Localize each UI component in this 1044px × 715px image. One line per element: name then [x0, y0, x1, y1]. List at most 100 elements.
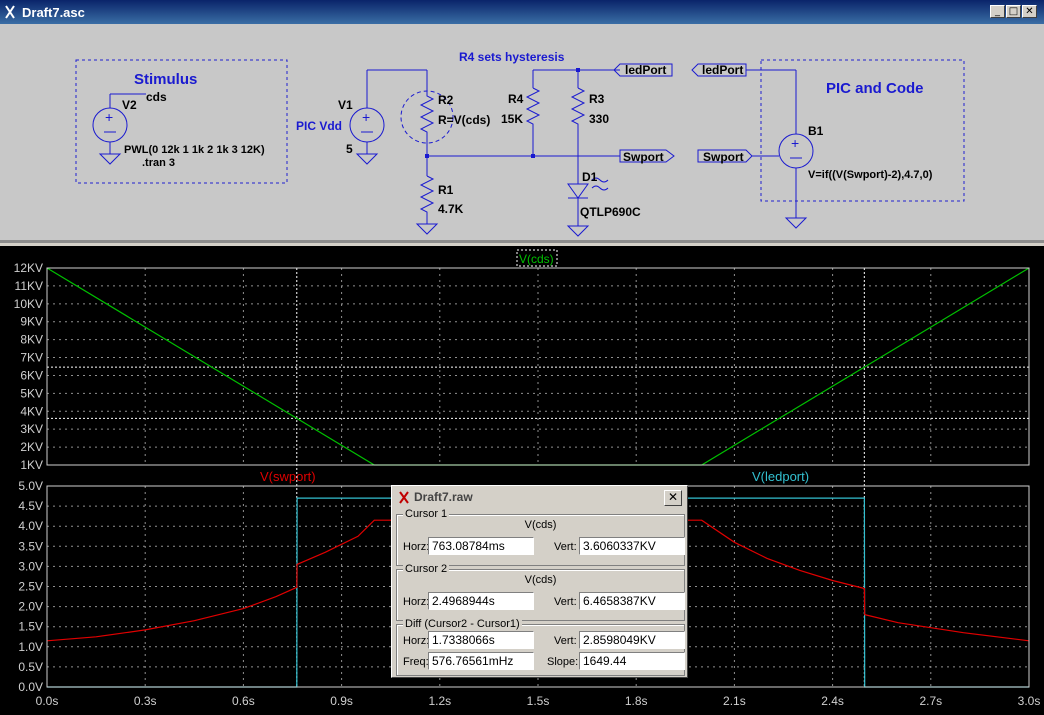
cursor1-vert-field[interactable]: 3.6060337KV	[579, 537, 685, 555]
diff-freq-field[interactable]: 576.76561mHz	[428, 652, 534, 670]
bottom-y-tick-label: 5.0V	[18, 479, 43, 493]
swport-input-port[interactable]	[697, 149, 753, 163]
cursor2-signal: V(cds)	[524, 574, 557, 586]
ltspice-app-icon	[399, 491, 409, 504]
ledport-output-port[interactable]	[691, 63, 796, 77]
vcds-trace-title-box[interactable]	[516, 249, 558, 267]
x-tick-label: 2.1s	[723, 694, 746, 708]
r1-value: 4.7K	[438, 202, 464, 216]
minimize-button[interactable]: _	[990, 5, 1005, 18]
schematic-pane[interactable]: Stimulus + V2 cds PWL(0 12k 1 1k 2 1k 3 …	[0, 24, 1044, 243]
top-y-tick-label: 8KV	[20, 333, 43, 347]
close-button[interactable]: ✕	[1022, 5, 1037, 18]
cursor-dialog[interactable]: Draft7.raw ✕ Cursor 1 V(cds) Horz: 763.0…	[391, 485, 688, 678]
maximize-button[interactable]: □	[1006, 5, 1021, 18]
x-tick-label: 1.5s	[527, 694, 550, 708]
r3-value: 330	[589, 112, 609, 126]
top-y-tick-label: 1KV	[20, 458, 43, 472]
schematic-canvas[interactable]: Stimulus + V2 cds PWL(0 12k 1 1k 2 1k 3 …	[0, 24, 1044, 243]
r1-name: R1	[438, 183, 454, 197]
cursor1-horz-label: Horz:	[403, 541, 430, 553]
swport-port-label-left: Swport	[623, 150, 664, 164]
stimulus-label: Stimulus	[134, 71, 197, 88]
top-y-tick-label: 7KV	[20, 351, 43, 365]
r1-resistor-symbol[interactable]	[415, 156, 439, 235]
r2-ldr-symbol[interactable]	[400, 70, 454, 156]
cursor1-group: Cursor 1 V(cds) Horz: 763.08784ms Vert: …	[396, 508, 685, 566]
cursor2-horz-field[interactable]: 2.4968944s	[428, 592, 534, 610]
bottom-y-tick-label: 1.0V	[18, 640, 43, 654]
top-y-tick-label: 9KV	[20, 315, 43, 329]
r4-value: 15K	[501, 112, 523, 126]
ledport-input-port[interactable]	[613, 63, 673, 77]
vcds-trace-title[interactable]: V(cds)	[519, 252, 554, 266]
v1-value: 5	[346, 142, 353, 156]
r2-value: R=V(cds)	[438, 113, 490, 127]
b1-source-symbol[interactable]: +	[752, 70, 814, 229]
bottom-y-tick-label: 3.0V	[18, 559, 43, 573]
bottom-y-tick-label: 2.0V	[18, 600, 43, 614]
pic-label: PIC and Code	[826, 80, 924, 97]
cursor1-vert-label: Vert:	[554, 541, 577, 553]
diff-slope-field[interactable]: 1649.44	[579, 652, 685, 670]
x-tick-label: 0.0s	[36, 694, 59, 708]
svg-text:+: +	[791, 135, 799, 151]
top-pane-frame	[46, 267, 1030, 466]
window-titlebar[interactable]: Draft7.asc _ □ ✕	[0, 0, 1044, 24]
d1-value: QTLP690C	[580, 205, 641, 219]
v1-source-symbol[interactable]: +	[349, 69, 427, 165]
vcds-trace[interactable]	[46, 267, 1030, 466]
top-y-tick-label: 5KV	[20, 386, 43, 400]
pic-vdd-label: PIC Vdd	[296, 119, 342, 133]
cursor1-group-label: Cursor 1	[403, 508, 450, 520]
top-y-tick-label: 6KV	[20, 368, 43, 382]
cursor2-horz-label: Horz:	[403, 596, 430, 608]
cursor2-vert-field[interactable]: 6.4658387KV	[579, 592, 685, 610]
cursor-dialog-title: Draft7.raw	[414, 490, 473, 504]
x-tick-label: 3.0s	[1018, 694, 1041, 708]
diff-freq-label: Freq:	[403, 656, 429, 668]
vswport-trace-title[interactable]: V(swport)	[260, 469, 316, 484]
ledport-port-label-left: ledPort	[625, 63, 666, 77]
ledport-port-label-right: ledPort	[702, 63, 743, 77]
top-y-tick-label: 11KV	[15, 279, 43, 293]
ltspice-app-icon	[5, 5, 15, 19]
d1-led-symbol[interactable]	[566, 177, 609, 237]
swport-port-label-right: Swport	[703, 150, 744, 164]
top-y-tick-label: 12KV	[14, 261, 43, 275]
diff-group-label: Diff (Cursor2 - Cursor1)	[403, 618, 522, 630]
diff-vert-label: Vert:	[554, 635, 577, 647]
cursor-dialog-titlebar[interactable]: Draft7.raw ✕	[394, 488, 685, 506]
vledport-trace-title[interactable]: V(ledport)	[752, 469, 809, 484]
cursor2-vert-label: Vert:	[554, 596, 577, 608]
top-y-tick-label: 2KV	[20, 440, 43, 454]
r3-resistor-symbol[interactable]	[570, 70, 586, 184]
vswport-trace[interactable]	[46, 519, 1030, 642]
v2-source-symbol[interactable]: +	[92, 93, 146, 165]
bottom-y-tick-label: 4.5V	[18, 499, 43, 513]
cursor1-horz-field[interactable]: 763.08784ms	[428, 537, 534, 555]
cursor-dialog-close-button[interactable]: ✕	[664, 490, 682, 506]
r3-name: R3	[589, 92, 605, 106]
x-tick-label: 0.3s	[134, 694, 157, 708]
stimulus-block-box	[75, 59, 288, 184]
x-tick-label: 0.6s	[232, 694, 255, 708]
swport-output-port[interactable]	[619, 149, 675, 163]
cursor1-signal: V(cds)	[524, 519, 557, 531]
bottom-y-tick-label: 4.0V	[18, 519, 43, 533]
diff-group: Diff (Cursor2 - Cursor1) Horz: 1.7338066…	[396, 618, 685, 676]
r4-name: R4	[508, 92, 524, 106]
bottom-y-tick-label: 0.0V	[18, 680, 43, 694]
v2-name: V2	[122, 98, 137, 112]
b1-value: V=if((V(Swport)-2),4.7,0)	[808, 169, 933, 181]
bottom-y-tick-label: 1.5V	[18, 620, 43, 634]
top-y-tick-label: 10KV	[14, 297, 43, 311]
diff-slope-label: Slope:	[547, 656, 579, 668]
x-tick-label: 0.9s	[330, 694, 353, 708]
bottom-y-tick-label: 0.5V	[18, 660, 43, 674]
diff-vert-field[interactable]: 2.8598049KV	[579, 631, 685, 649]
diff-horz-field[interactable]: 1.7338066s	[428, 631, 534, 649]
pic-block-box	[760, 59, 965, 202]
